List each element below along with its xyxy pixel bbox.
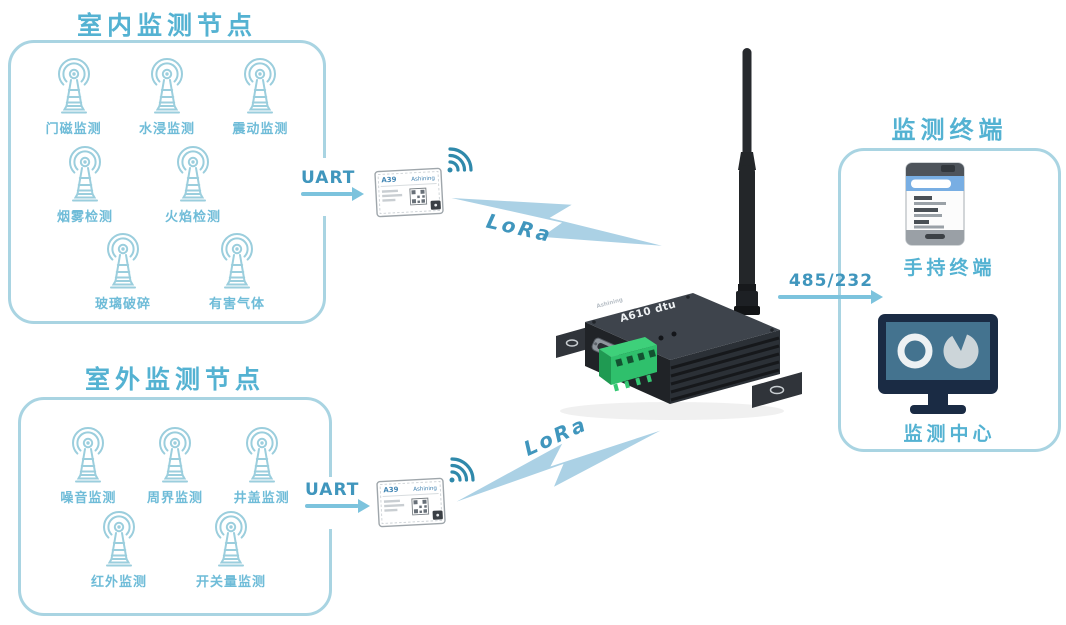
sensor-node: 井盖监测 xyxy=(218,426,305,506)
antenna-icon xyxy=(151,57,183,114)
uart-top-arrow-icon xyxy=(301,186,364,201)
sensor-node: 震动监测 xyxy=(214,57,307,137)
sensor-node-label: 震动监测 xyxy=(232,122,289,137)
node-row: 噪音监测 周界监测 井盖监测 xyxy=(21,426,329,506)
antenna-icon xyxy=(159,426,191,483)
serial-link: 485/232 xyxy=(778,271,884,304)
db9-connector-icon xyxy=(591,337,621,360)
module-brand: Ashining xyxy=(413,486,437,493)
sensor-node-label: 红外监测 xyxy=(90,575,147,590)
sensor-node-label: 有害气体 xyxy=(208,297,265,312)
sensor-node-label: 开关量监测 xyxy=(195,575,266,590)
sensor-node: 红外监测 xyxy=(71,510,167,590)
gateway-model-label: A610 dtu xyxy=(619,298,678,325)
terminal-title: 监测终端 xyxy=(891,116,1008,144)
antenna-icon xyxy=(72,426,105,483)
module-model: A39 xyxy=(381,176,397,185)
gateway-antenna xyxy=(734,48,760,315)
node-row: 红外监测 开关量监测 xyxy=(71,510,279,590)
outdoor-title: 室外监测节点 xyxy=(84,365,265,394)
antenna-icon xyxy=(177,145,209,202)
wifi-icon xyxy=(449,457,475,483)
gateway-brand: Ashining xyxy=(596,297,624,310)
sensor-node: 玻璃破碎 xyxy=(75,232,171,312)
uart-top-link: UART xyxy=(301,168,364,201)
sensor-node-label: 水浸监测 xyxy=(138,122,195,137)
lora-module-bottom: A39 Ashining xyxy=(376,457,475,528)
lora-top-label: LoRa xyxy=(484,208,556,248)
sensor-node: 水浸监测 xyxy=(120,57,213,137)
monitor-icon xyxy=(878,314,998,414)
border-gap xyxy=(320,477,344,529)
uart-bottom-arrow-icon xyxy=(305,498,370,513)
handheld-label: 手持终端 xyxy=(903,257,996,279)
qr-code-icon xyxy=(409,187,428,206)
node-row: 烟雾检测 火焰检测 xyxy=(37,145,241,225)
terminal-box xyxy=(838,148,1061,452)
terminal-block-icon xyxy=(599,337,657,392)
lora-bottom-label: LoRa xyxy=(520,411,592,461)
serial-label: 485/232 xyxy=(788,271,874,291)
antenna-icon xyxy=(244,57,277,114)
antenna-icon xyxy=(215,510,247,567)
sensor-node: 门磁监测 xyxy=(27,57,120,137)
sensor-node: 火焰检测 xyxy=(145,145,241,225)
antenna-icon xyxy=(221,232,253,289)
serial-arrow-icon xyxy=(778,289,883,304)
lora-module-top: A39 Ashining xyxy=(374,147,473,218)
sensor-node-label: 玻璃破碎 xyxy=(94,297,151,312)
sensor-node: 噪音监测 xyxy=(45,426,132,506)
antenna-icon xyxy=(107,232,139,289)
sensor-node-label: 周界监测 xyxy=(147,491,204,506)
antenna-icon xyxy=(57,57,90,114)
pie-chart-icon xyxy=(943,334,979,369)
sensor-node: 周界监测 xyxy=(132,426,219,506)
indoor-box: 门磁监测 水浸监测 震动监测 xyxy=(8,40,326,324)
uart-bottom-link: UART xyxy=(305,480,370,513)
module-model: A39 xyxy=(383,486,399,495)
donut-chart-icon xyxy=(897,333,933,369)
sensor-node-label: 噪音监测 xyxy=(60,491,117,506)
sensor-node-label: 井盖监测 xyxy=(233,491,290,506)
antenna-icon xyxy=(103,510,135,567)
antenna-icon xyxy=(69,145,101,202)
uart-top-label: UART xyxy=(301,168,356,188)
uart-bottom-label: UART xyxy=(305,480,360,500)
wifi-icon xyxy=(447,147,473,173)
indoor-title: 室内监测节点 xyxy=(76,11,257,40)
outdoor-box: 噪音监测 周界监测 井盖监测 xyxy=(18,397,332,616)
sensor-node-label: 烟雾检测 xyxy=(56,210,113,225)
sensor-node: 烟雾检测 xyxy=(37,145,133,225)
node-row: 玻璃破碎 有害气体 xyxy=(75,232,285,312)
node-row: 门磁监测 水浸监测 震动监测 xyxy=(11,57,323,137)
module-brand: Ashining xyxy=(411,176,435,183)
sensor-node-label: 火焰检测 xyxy=(164,210,221,225)
antenna-icon xyxy=(245,426,278,483)
gateway-device: Ashining A610 dtu xyxy=(556,48,802,420)
sensor-node: 开关量监测 xyxy=(183,510,279,590)
sensor-node: 有害气体 xyxy=(189,232,285,312)
sensor-node-label: 门磁监测 xyxy=(45,122,102,137)
monitor-center-label: 监测中心 xyxy=(903,423,996,445)
handheld-terminal-icon xyxy=(905,162,965,246)
qr-code-icon xyxy=(411,497,430,516)
border-gap xyxy=(314,158,338,216)
